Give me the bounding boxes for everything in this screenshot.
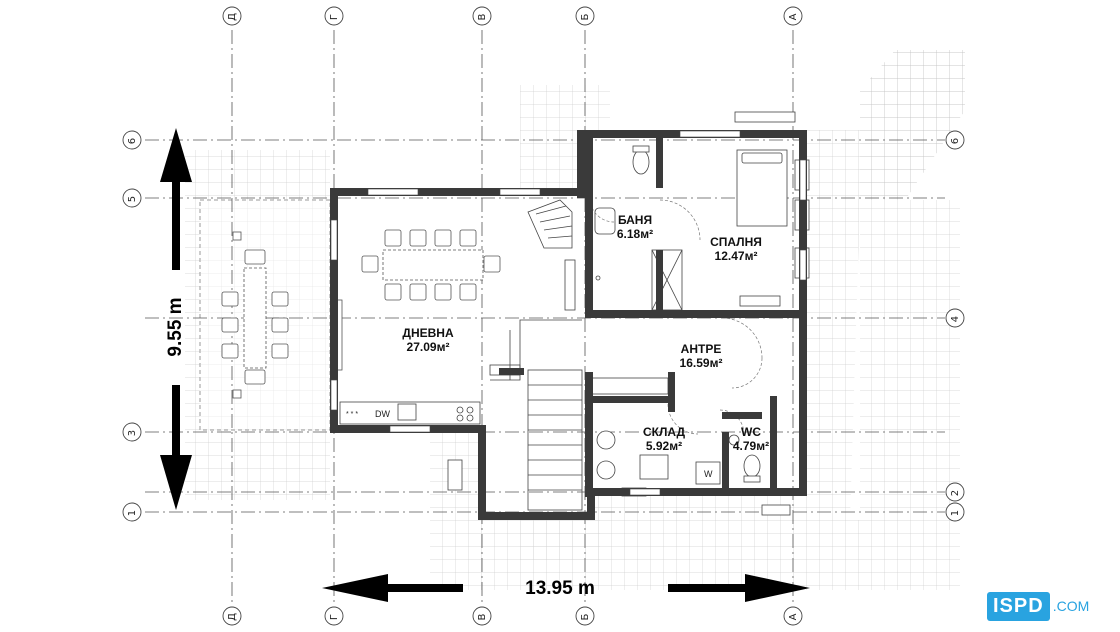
dishwasher-label: DW	[375, 409, 390, 419]
hob-label: * * *	[346, 411, 358, 418]
room-name-living: ДНЕВНА	[402, 326, 454, 340]
axis-label-row: 6	[950, 138, 961, 144]
room-name-wc: WC	[741, 425, 761, 439]
room-name-storage: СКЛАД	[643, 425, 686, 439]
axis-label-row: 1	[950, 510, 961, 516]
axis-labels: Д Г В Б А Д Г В Б А 6 5 3 1 6 4 2 1	[127, 13, 961, 621]
axis-label-col: Д	[227, 613, 238, 621]
axis-bubbles	[122, 6, 965, 626]
axis-label-row: 4	[950, 316, 961, 322]
room-name-bath: БАНЯ	[618, 213, 652, 227]
axis-bubble	[472, 606, 492, 626]
axis-bubble	[945, 308, 965, 328]
axis-label-col: Г	[329, 14, 340, 20]
height-dimension-text: 9.55 m	[165, 297, 186, 356]
washer-label: W	[704, 469, 713, 479]
axis-bubble	[945, 502, 965, 522]
axis-label-col: В	[477, 13, 488, 20]
outdoor-dining-set	[221, 231, 289, 399]
arrow-up-icon	[160, 128, 192, 182]
room-area-living: 27.09м²	[407, 340, 450, 354]
axis-label-col: В	[477, 613, 488, 620]
axis-label-row: 1	[127, 510, 138, 516]
room-area-bedroom: 12.47м²	[715, 249, 758, 263]
axis-bubble	[783, 6, 803, 26]
room-area-wc: 4.79м²	[733, 439, 769, 453]
axis-bubble	[122, 130, 142, 150]
axis-bubble	[575, 6, 595, 26]
axis-bubble	[783, 606, 803, 626]
axis-bubble	[122, 188, 142, 208]
axis-label-row: 3	[127, 430, 138, 436]
axis-label-row: 6	[127, 138, 138, 144]
kitchen-counter	[339, 364, 521, 491]
width-dimension: 13.95 m	[322, 574, 810, 602]
room-area-storage: 5.92м²	[646, 439, 682, 453]
axis-bubble	[472, 6, 492, 26]
windows	[330, 130, 807, 496]
axis-bubble	[945, 130, 965, 150]
room-name-bedroom: СПАЛНЯ	[710, 235, 762, 249]
axis-label-col: А	[788, 13, 799, 20]
room-labels: ДНЕВНА 27.09м² БАНЯ 6.18м² СПАЛНЯ 12.47м…	[402, 213, 769, 453]
stairs	[490, 199, 583, 511]
site-logo[interactable]: ISPD .COM	[987, 588, 1115, 624]
logo-domain: .COM	[1052, 598, 1090, 614]
axis-label-col: Д	[227, 13, 238, 21]
axis-label-row: 2	[950, 490, 961, 496]
logo-mark: ISPD	[987, 591, 1050, 621]
axis-bubble	[222, 606, 242, 626]
arrow-down-icon	[160, 455, 192, 510]
axis-bubble	[222, 6, 242, 26]
room-area-hall: 16.59м²	[680, 356, 723, 370]
room-name-hall: АНТРЕ	[681, 342, 722, 356]
room-area-bath: 6.18м²	[617, 227, 653, 241]
axis-bubble	[324, 6, 344, 26]
arrow-left-icon	[322, 574, 388, 602]
arrow-right-icon	[745, 574, 810, 602]
axis-bubble	[122, 502, 142, 522]
axis-label-row: 5	[127, 196, 138, 202]
height-dimension: 9.55 m	[160, 128, 192, 510]
width-dimension-text: 13.95 m	[525, 578, 595, 599]
axis-label-col: А	[788, 613, 799, 620]
axis-bubble	[945, 482, 965, 502]
axis-bubble	[122, 422, 142, 442]
axis-bubble	[575, 606, 595, 626]
axis-label-col: Б	[580, 613, 591, 620]
axis-label-col: Г	[329, 614, 340, 620]
axis-bubble	[324, 606, 344, 626]
axis-label-col: Б	[580, 13, 591, 20]
